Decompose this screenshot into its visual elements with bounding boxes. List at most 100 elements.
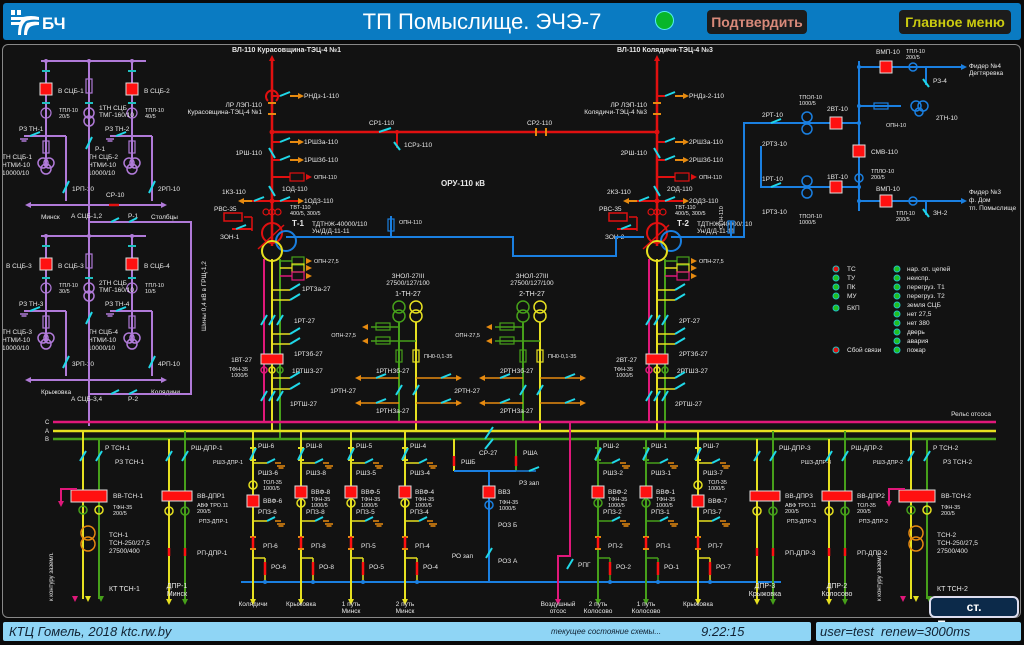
rsh-switch[interactable] xyxy=(653,147,661,159)
disconnector-blade[interactable] xyxy=(364,458,374,464)
rtsh-switch[interactable] xyxy=(661,390,669,402)
breaker-ВВ-ТСН-2[interactable] xyxy=(898,489,936,503)
breaker-ВВ-ТСН-1[interactable] xyxy=(70,489,108,503)
breaker-2vt[interactable] xyxy=(829,116,843,130)
breaker-ВВФ-8[interactable] xyxy=(294,485,308,499)
rtsh-z-switch[interactable] xyxy=(674,371,686,379)
rsh-b-switch[interactable] xyxy=(279,155,291,161)
disconnector-blade[interactable] xyxy=(923,450,931,462)
breaker-1ВТ-27[interactable] xyxy=(260,353,284,365)
rtsh-switch[interactable] xyxy=(260,390,268,402)
disconnector-blade[interactable] xyxy=(395,384,403,396)
rpg-switch[interactable] xyxy=(566,558,574,570)
disconnector-blade[interactable] xyxy=(659,458,669,464)
disconnector-blade[interactable] xyxy=(128,217,138,223)
rnd-switch[interactable] xyxy=(664,91,676,97)
breaker-ВВ-ДПР3[interactable] xyxy=(749,490,781,502)
rtz-switch[interactable] xyxy=(674,293,686,301)
rtsh-z-switch[interactable] xyxy=(674,382,686,390)
breaker-vvz[interactable] xyxy=(482,485,496,499)
disconnector-blade[interactable] xyxy=(418,516,428,522)
breaker-2ВТ-27[interactable] xyxy=(645,353,669,365)
breaker-ВВФ-7[interactable] xyxy=(691,494,705,508)
disconnector-blade[interactable] xyxy=(841,450,849,462)
rtz-switch[interactable] xyxy=(289,337,301,345)
breaker-ВВ-ДПР2[interactable] xyxy=(821,490,853,502)
grounding-switch[interactable] xyxy=(115,306,127,312)
rtz-switch[interactable] xyxy=(674,337,686,345)
zon-switch[interactable] xyxy=(620,224,632,230)
breaker-ВВФ-4[interactable] xyxy=(398,485,412,499)
disconnector-blade[interactable] xyxy=(375,373,387,379)
breaker-right[interactable] xyxy=(125,82,139,96)
disconnector-blade[interactable] xyxy=(519,384,527,396)
rsh-switch[interactable] xyxy=(642,447,650,461)
disconnector-blade[interactable] xyxy=(95,450,103,462)
rtsh-switch[interactable] xyxy=(276,390,284,402)
breaker-right[interactable] xyxy=(125,257,139,271)
main-menu-button[interactable]: Главное меню xyxy=(899,10,1011,34)
breaker-ВВФ-5[interactable] xyxy=(344,485,358,499)
confirm-button[interactable]: Подтвердить xyxy=(707,10,807,34)
disconnector-blade[interactable] xyxy=(266,458,276,464)
disconnector-blade[interactable] xyxy=(611,458,621,464)
rsh-b-switch[interactable] xyxy=(664,155,676,161)
rsh-switch[interactable] xyxy=(401,447,409,461)
disconnector-blade[interactable] xyxy=(769,450,777,462)
disconnector-blade[interactable] xyxy=(181,450,189,462)
grounding-switch[interactable] xyxy=(115,131,127,137)
rt-switch[interactable] xyxy=(661,314,669,326)
disconnector-blade[interactable] xyxy=(484,438,494,450)
sr1z-switch[interactable] xyxy=(393,141,401,151)
rtz-switch[interactable] xyxy=(289,293,301,301)
disconnector-blade[interactable] xyxy=(907,450,915,462)
rp-switch[interactable] xyxy=(148,180,156,194)
breaker-smv[interactable] xyxy=(852,144,866,158)
breaker-1vt[interactable] xyxy=(829,180,843,194)
disconnector-blade[interactable] xyxy=(314,516,324,522)
rp-switch[interactable] xyxy=(62,180,70,194)
rsh-a-switch[interactable] xyxy=(279,137,291,143)
odz-switch[interactable] xyxy=(664,196,676,202)
disconnector-blade[interactable] xyxy=(412,384,420,396)
disconnector-blade[interactable] xyxy=(611,516,621,522)
2rt-switch[interactable] xyxy=(770,118,782,124)
breaker-left[interactable] xyxy=(39,257,53,271)
disconnector-blade[interactable] xyxy=(499,373,511,379)
rt-switch[interactable] xyxy=(645,314,653,326)
disconnector-blade[interactable] xyxy=(753,450,761,462)
od-switch[interactable] xyxy=(653,185,661,197)
rsh-switch[interactable] xyxy=(268,147,276,159)
disconnector-blade[interactable] xyxy=(128,389,138,395)
sr27-switch[interactable] xyxy=(484,426,494,440)
rtsh-switch[interactable] xyxy=(268,390,276,402)
disconnector-blade[interactable] xyxy=(440,398,452,404)
rtz-switch[interactable] xyxy=(289,327,301,335)
disconnector-blade[interactable] xyxy=(110,217,120,223)
rt-switch[interactable] xyxy=(653,314,661,326)
disconnector-blade[interactable] xyxy=(364,516,374,522)
breaker-ВВФ-6[interactable] xyxy=(246,494,260,508)
disconnector-blade[interactable] xyxy=(440,373,452,379)
rtsh-z-switch[interactable] xyxy=(289,382,301,390)
rt-switch[interactable] xyxy=(276,314,284,326)
disconnector-blade[interactable] xyxy=(79,450,87,462)
rt-switch[interactable] xyxy=(260,314,268,326)
disconnector-blade[interactable] xyxy=(266,516,276,522)
disconnector-blade[interactable] xyxy=(659,516,669,522)
disconnector-blade[interactable] xyxy=(564,398,576,404)
rnd-switch[interactable] xyxy=(279,91,291,97)
rp-switch[interactable] xyxy=(148,355,156,369)
disconnector-blade[interactable] xyxy=(825,450,833,462)
rtz-switch[interactable] xyxy=(289,283,301,291)
breaker-ВВФ-1[interactable] xyxy=(639,485,653,499)
disconnector-blade[interactable] xyxy=(314,458,324,464)
zn2-switch[interactable] xyxy=(922,208,930,218)
breaker-ВВФ-2[interactable] xyxy=(591,485,605,499)
1rt-switch[interactable] xyxy=(770,182,782,188)
rsh-a-switch[interactable] xyxy=(664,137,676,143)
disconnector-blade[interactable] xyxy=(711,516,721,522)
disconnector-blade[interactable] xyxy=(485,547,493,559)
disconnector-blade[interactable] xyxy=(564,373,576,379)
disconnector-blade[interactable] xyxy=(499,398,511,404)
